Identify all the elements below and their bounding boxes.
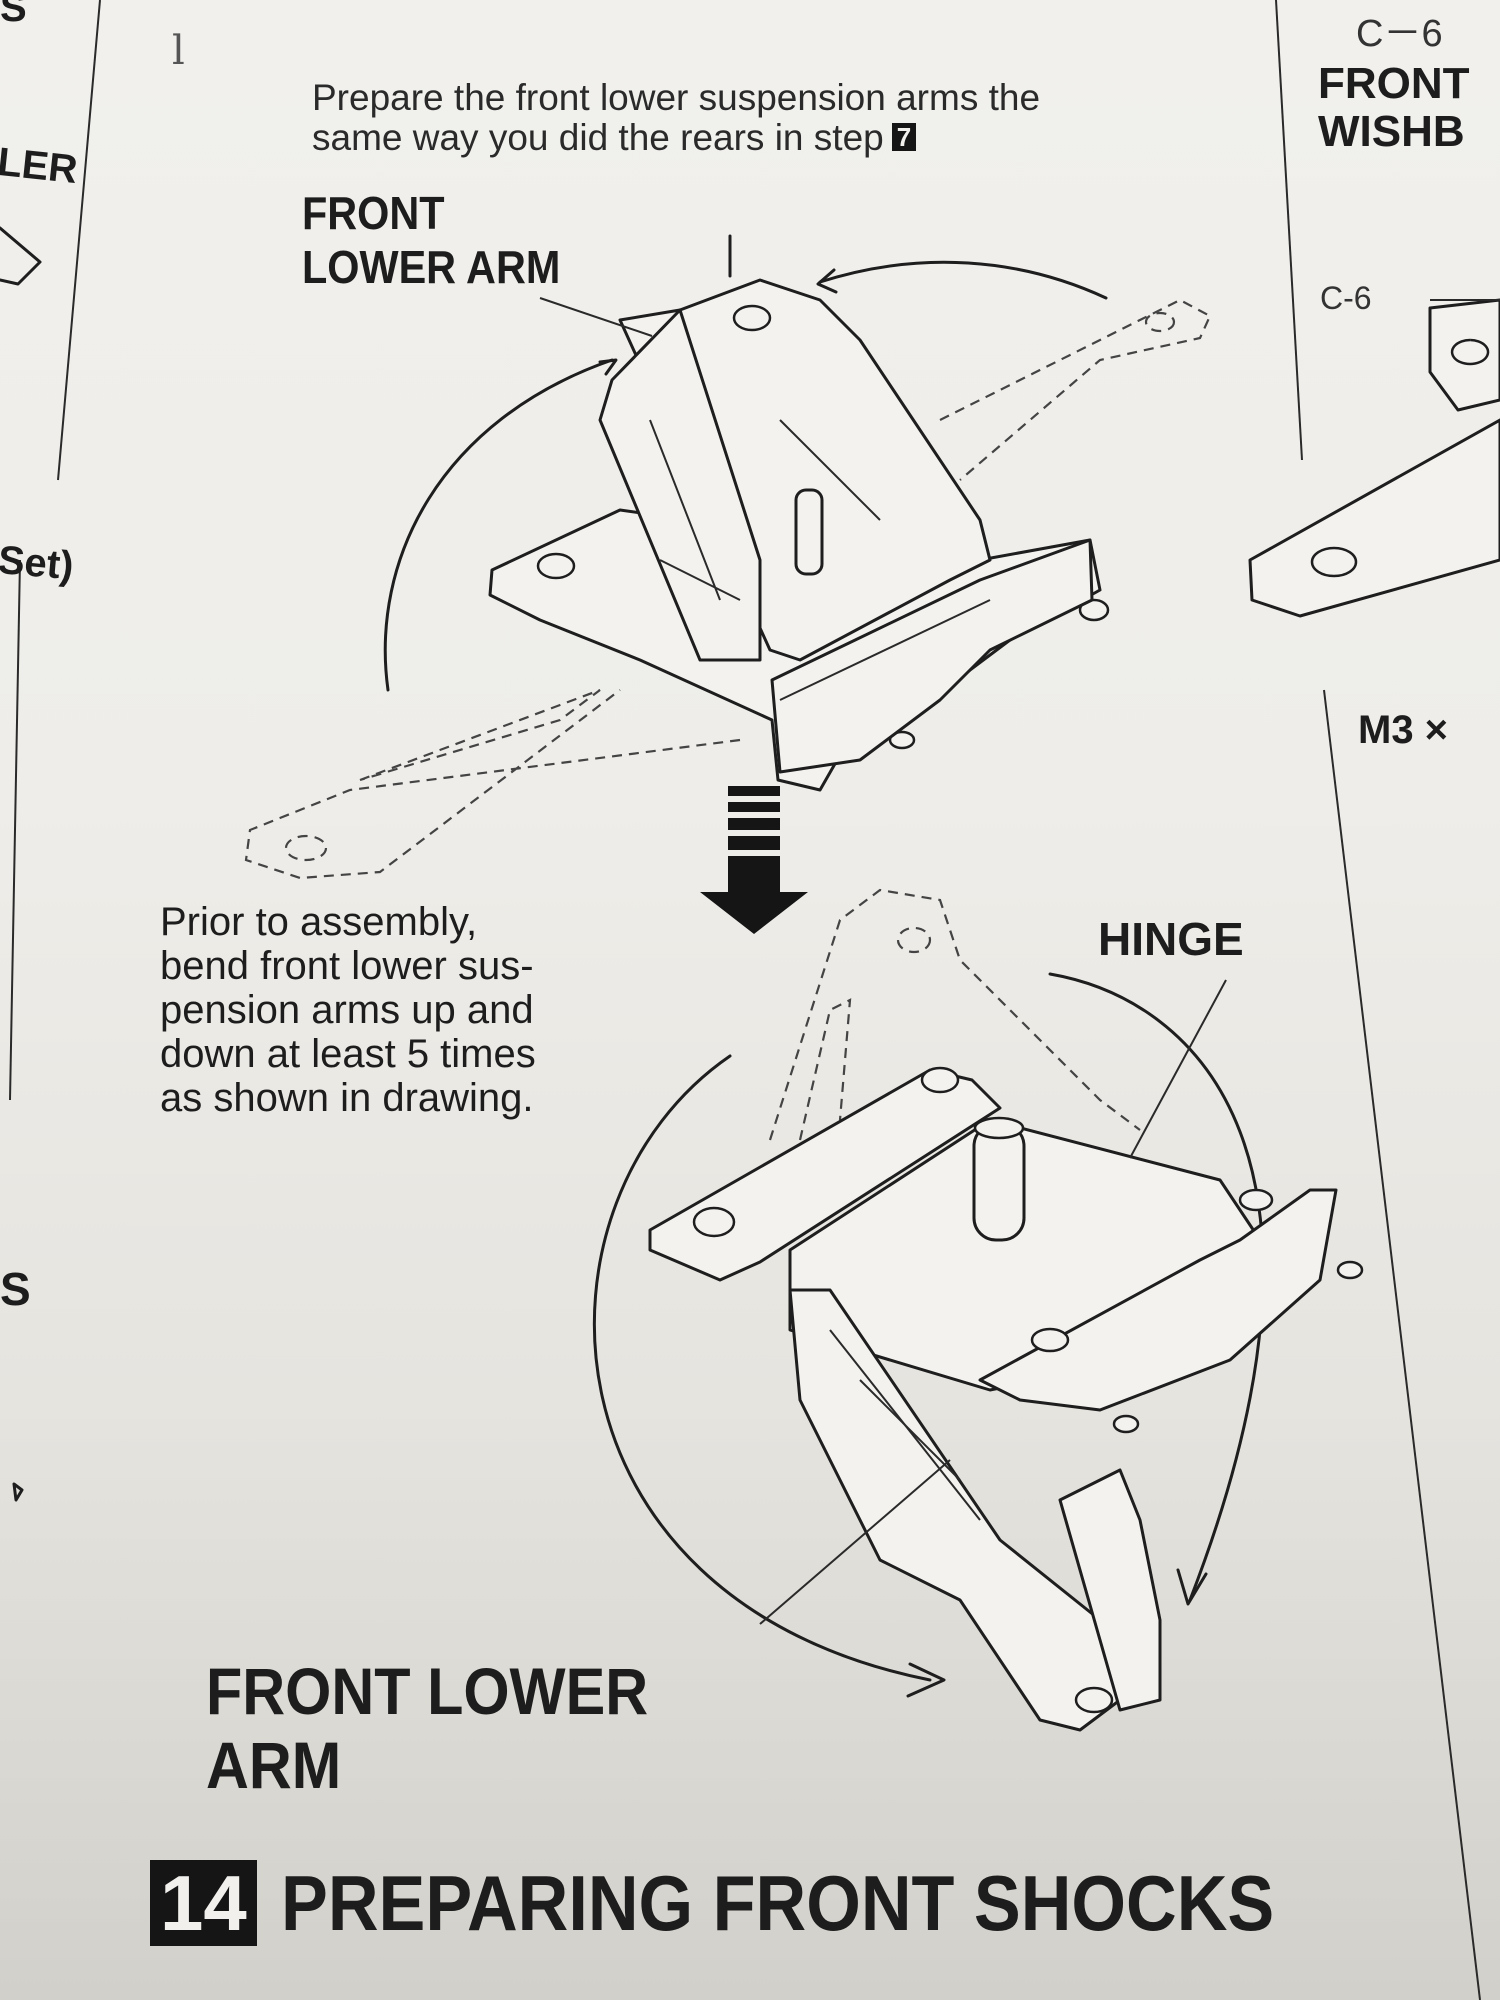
part-ref-mid: C-6 — [1320, 280, 1372, 316]
right-column-title: FRONT WISHB — [1318, 59, 1470, 156]
top-curve-arrow-left — [383, 358, 614, 692]
pen-mark: l — [172, 28, 185, 74]
top-part-front-block — [770, 538, 1094, 774]
aframe-rib — [649, 419, 721, 601]
right-part-arm-hole — [1310, 546, 1358, 578]
block-hole — [1238, 1188, 1274, 1212]
left-edge-text-4: S — [0, 1263, 31, 1315]
top-curve-arrow-right — [818, 260, 1108, 300]
arrowhead — [906, 1662, 946, 1698]
label-leader-top — [539, 297, 653, 337]
ghost-arm-up-slot — [798, 998, 852, 1141]
ghost-hole — [896, 926, 932, 954]
left-edge-text-2: LER — [0, 140, 80, 193]
aframe-hole — [732, 304, 772, 332]
right-part-arm — [1248, 418, 1500, 618]
bottom-curve-arrow-left — [592, 1054, 932, 1682]
step-ref-badge: 7 — [891, 123, 917, 151]
ghost-arm-up — [768, 888, 1141, 1141]
arrowhead — [816, 268, 838, 294]
screw-size-label: M3 × — [1358, 708, 1449, 752]
intro-line-1: Prepare the front lower suspension arms … — [312, 77, 1041, 118]
hinge-leader — [1129, 979, 1227, 1159]
block-hole — [1030, 1327, 1070, 1353]
plate-hole — [920, 1066, 960, 1094]
next-step-heading: 14 PREPARING FRONT SHOCKS — [150, 1858, 1384, 1948]
step-number-badge: 14 — [150, 1860, 257, 1946]
bottom-curve-arrow-right — [1048, 972, 1265, 1602]
bottom-post — [972, 1122, 1026, 1242]
base-hole — [1078, 598, 1110, 622]
step-intro-text: Prepare the front lower suspension arms … — [312, 78, 1040, 158]
arrowhead — [1176, 1568, 1208, 1606]
block-hole — [1112, 1414, 1140, 1434]
aframe-rib — [779, 419, 881, 521]
top-part-aframe-leg — [598, 308, 762, 662]
label-front-lower-arm-bottom: FRONT LOWER ARM — [206, 1654, 649, 1802]
big-down-arrow — [700, 786, 808, 934]
bend-instruction-note: Prior to assembly, bend front lower sus-… — [160, 900, 536, 1120]
bottom-part-lower-arm-side — [1058, 1468, 1162, 1712]
post-top — [973, 1116, 1025, 1140]
hinge-label: HINGE — [1098, 913, 1244, 965]
ghost-hole — [1144, 311, 1176, 333]
right-column-divider — [1275, 0, 1303, 461]
ghost-arm-left — [244, 689, 741, 880]
label-leader-bottom — [759, 1459, 951, 1625]
arm-hole — [1074, 1686, 1114, 1714]
block-hole — [1336, 1260, 1364, 1280]
aframe-rib — [659, 559, 741, 601]
left-edge-text-3: Set) — [0, 538, 76, 589]
ghost-hole — [284, 834, 328, 862]
bottom-part-lower-arm — [788, 1288, 1122, 1732]
label-front-lower-arm-top: FRONT LOWER ARM — [302, 187, 561, 293]
step-title: PREPARING FRONT SHOCKS — [280, 1859, 1275, 1947]
block-edge — [779, 599, 991, 701]
base-hole — [536, 552, 576, 580]
part-ref-top: C－6 — [1356, 13, 1443, 55]
left-edge-part-fragment — [0, 226, 42, 286]
bottom-part-front-block — [978, 1188, 1338, 1412]
left-edge-text-1: S — [0, 0, 27, 30]
left-edge-mark — [12, 1482, 24, 1502]
base-hole — [888, 730, 916, 750]
right-column-divider-lower — [1323, 689, 1481, 2000]
arm-rib — [859, 1379, 961, 1481]
plate-hole — [692, 1206, 736, 1238]
arrowhead — [598, 358, 618, 376]
right-part-hole — [1450, 338, 1490, 366]
left-column-divider — [57, 0, 101, 481]
ghost-arm-right — [939, 298, 1212, 481]
ghost-arm-left-slot — [359, 688, 601, 782]
top-post — [794, 488, 824, 576]
left-column-divider-lower — [9, 559, 21, 1101]
